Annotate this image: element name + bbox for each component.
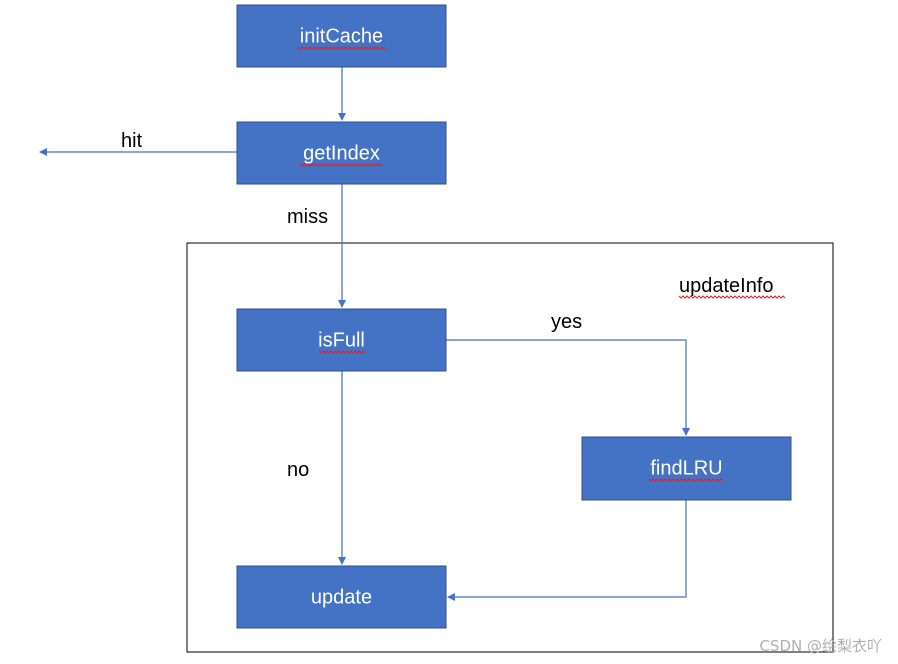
watermark: CSDN @绘梨衣吖 [759, 637, 882, 655]
node-initcache-label: initCache [300, 25, 383, 47]
edge-label-hit: hit [121, 130, 143, 152]
node-getindex-label: getIndex [303, 142, 380, 164]
node-update-label: update [311, 586, 372, 608]
edge-label-no: no [287, 459, 309, 481]
update-info-group-frame [186, 242, 834, 653]
edge-label-yes: yes [551, 311, 582, 333]
node-getindex: getIndex [236, 121, 447, 185]
node-isfull-spellcheck-underline [318, 350, 366, 354]
node-findlru: findLRU [581, 436, 792, 501]
node-isfull: isFull [236, 308, 447, 372]
node-initcache-spellcheck-underline [297, 46, 387, 50]
node-getindex-spellcheck-underline [299, 163, 383, 167]
node-isfull-label: isFull [318, 329, 365, 351]
update-info-spellcheck-underline [678, 295, 786, 299]
update-info-group-label: updateInfo [679, 275, 774, 297]
node-findlru-label: findLRU [650, 457, 722, 479]
edge-findlru-to-update [447, 500, 687, 601]
node-initcache: initCache [236, 4, 447, 68]
node-update: update [236, 565, 447, 629]
edge-isfull-to-findlru [446, 339, 690, 436]
node-findlru-spellcheck-underline [648, 478, 724, 482]
edge-label-miss: miss [287, 206, 328, 228]
